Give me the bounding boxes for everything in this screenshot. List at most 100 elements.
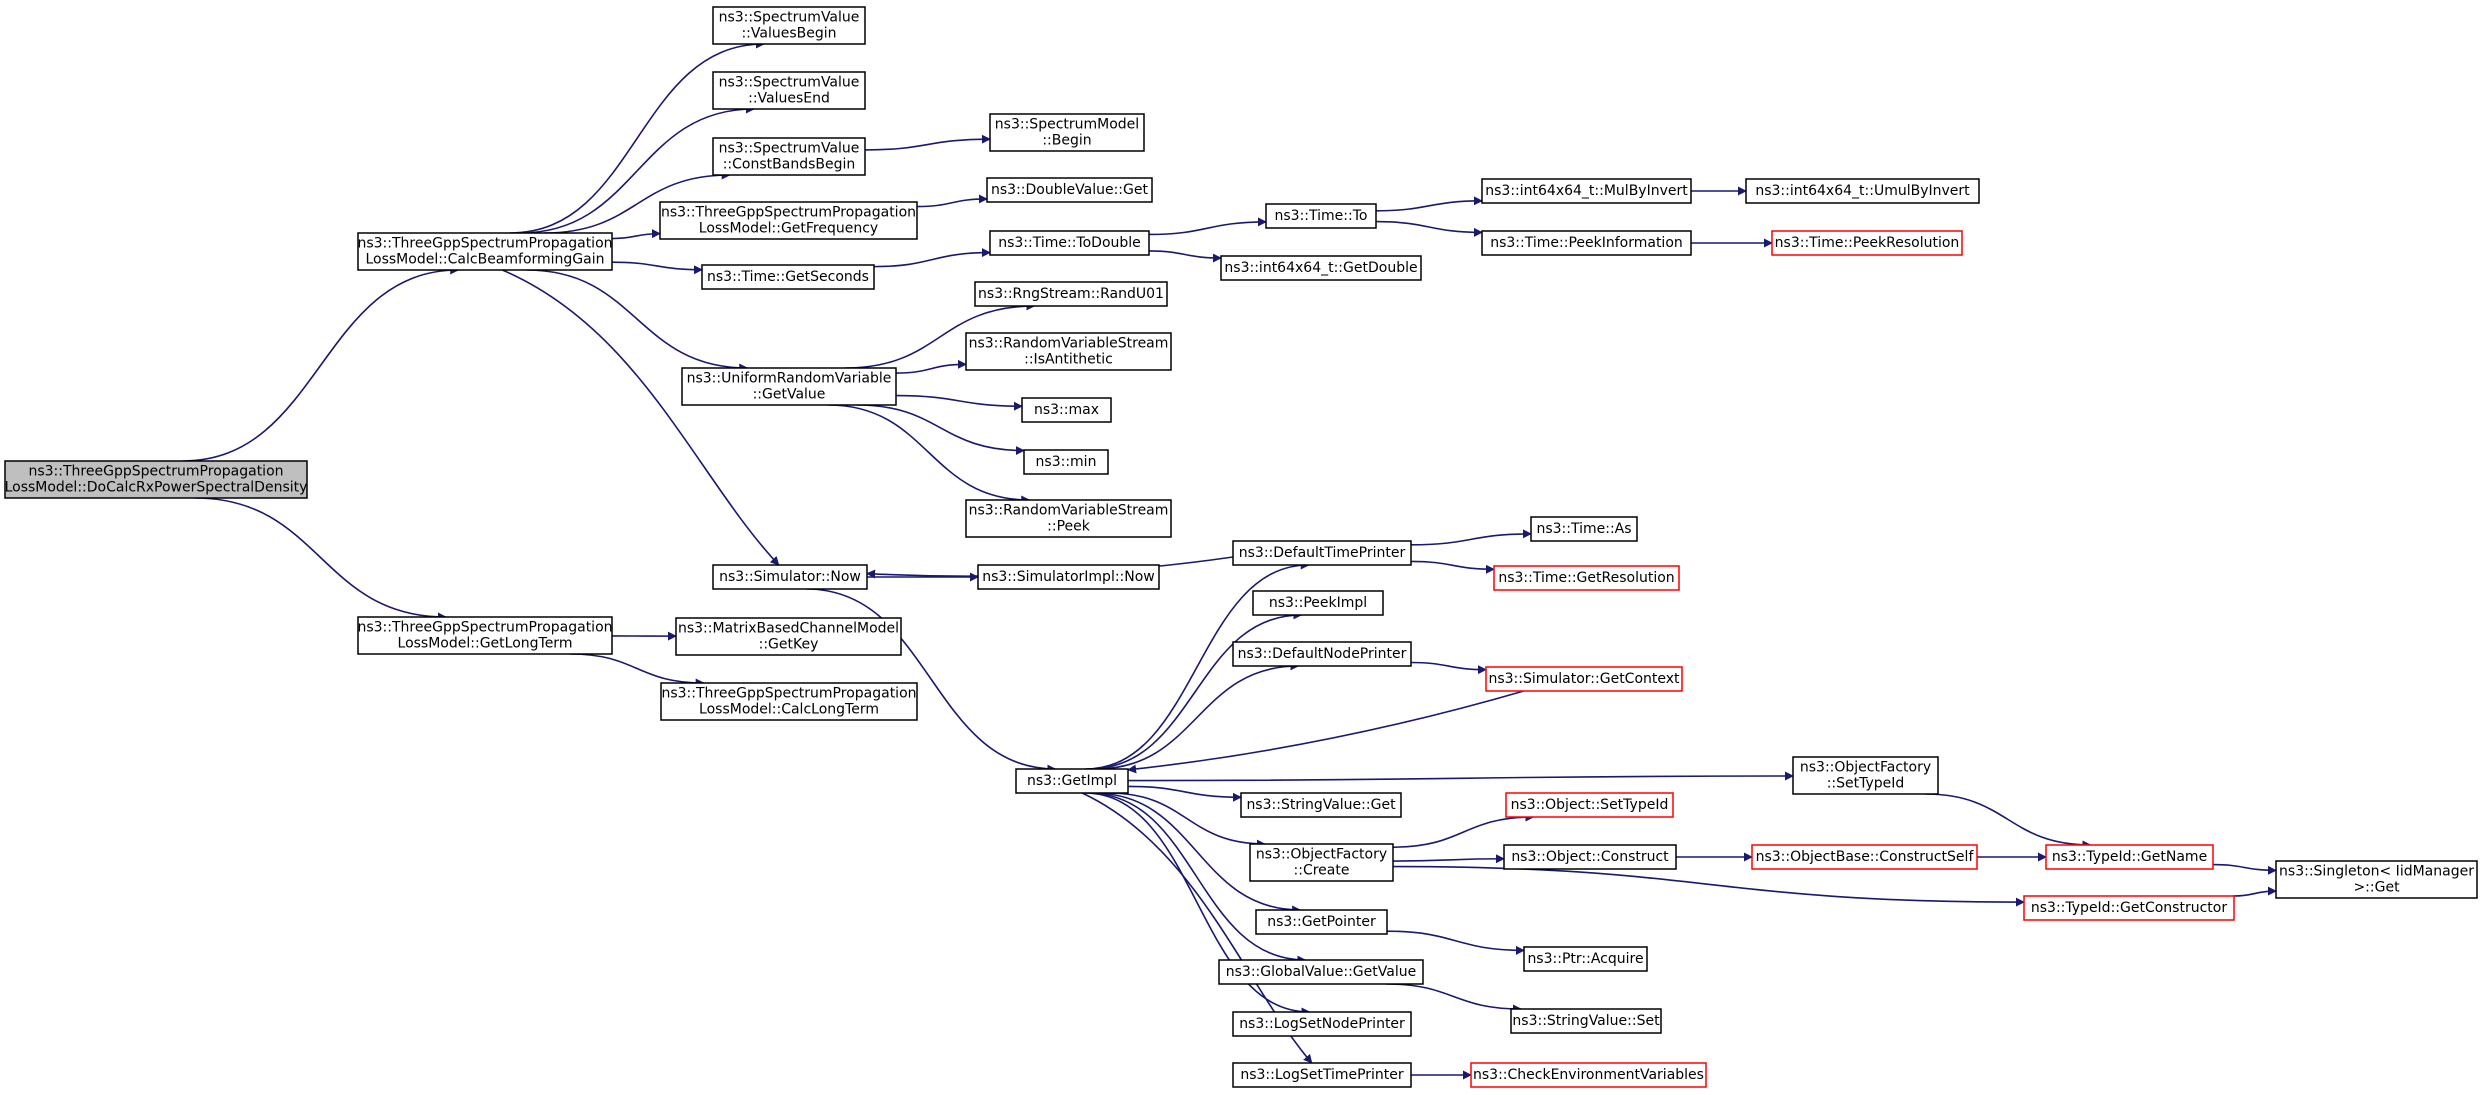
edge-layer <box>182 39 2277 1080</box>
node-label: ns3::GlobalValue::GetValue <box>1226 964 1416 980</box>
node-gp[interactable]: ns3::GetPointer <box>1255 909 1388 935</box>
node-label: ns3::Simulator::Now <box>719 569 861 585</box>
node-pi[interactable]: ns3::Time::PeekInformation <box>1481 230 1692 256</box>
node-cev[interactable]: ns3::CheckEnvironmentVariables <box>1470 1062 1707 1088</box>
node-lsnp[interactable]: ns3::LogSetNodePrinter <box>1232 1011 1412 1037</box>
node-urv[interactable]: ns3::UniformRandomVariable::GetValue <box>681 367 897 406</box>
call-edge <box>828 404 1031 505</box>
node-glt[interactable]: ns3::ThreeGppSpectrumPropagationLossMode… <box>357 616 613 655</box>
node-ia[interactable]: ns3::RandomVariableStream::IsAntithetic <box>965 332 1172 371</box>
node-dnp[interactable]: ns3::DefaultNodePrinter <box>1232 641 1412 667</box>
node-box <box>965 332 1172 371</box>
node-dtp[interactable]: ns3::DefaultTimePrinter <box>1232 540 1412 566</box>
node-label: ns3::DoubleValue::Get <box>991 182 1148 198</box>
node-tgc[interactable]: ns3::TypeId::GetConstructor <box>2023 895 2235 921</box>
node-oc[interactable]: ns3::Object::Construct <box>1503 844 1677 870</box>
node-box <box>1015 768 1129 794</box>
node-ofc[interactable]: ns3::ObjectFactory::Create <box>1249 843 1394 882</box>
node-box <box>1792 756 1939 795</box>
node-lstp[interactable]: ns3::LogSetTimePrinter <box>1232 1062 1412 1088</box>
node-sinow[interactable]: ns3::SimulatorImpl::Now <box>977 564 1160 590</box>
node-box <box>1771 230 1963 256</box>
node-td[interactable]: ns3::Time::ToDouble <box>989 230 1150 256</box>
call-edge <box>1375 220 1483 237</box>
node-vb[interactable]: ns3::SpectrumValue::ValuesBegin <box>712 6 866 45</box>
node-label: ns3::StringValue::Set <box>1512 1013 1660 1029</box>
node-label: ns3::int64x64_t::MulByInvert <box>1485 183 1688 199</box>
call-edge <box>1386 930 1525 955</box>
node-gvgv[interactable]: ns3::GlobalValue::GetValue <box>1218 959 1424 985</box>
node-gd[interactable]: ns3::int64x64_t::GetDouble <box>1220 255 1422 281</box>
node-ost[interactable]: ns3::Object::SetTypeId <box>1505 792 1674 818</box>
node-dvg[interactable]: ns3::DoubleValue::Get <box>986 177 1153 203</box>
node-ru[interactable]: ns3::RngStream::RandU01 <box>974 281 1168 307</box>
node-label: ns3::UniformRandomVariable <box>687 371 892 387</box>
node-cbg[interactable]: ns3::ThreeGppSpectrumPropagationLossMode… <box>357 232 613 271</box>
node-gs[interactable]: ns3::Time::GetSeconds <box>701 264 875 290</box>
node-label: ns3::PeekImpl <box>1269 595 1367 611</box>
node-label: ns3::RandomVariableStream <box>969 503 1169 519</box>
node-now[interactable]: ns3::Simulator::Now <box>712 564 868 590</box>
node-box <box>974 281 1168 307</box>
node-root[interactable]: ns3::ThreeGppSpectrumPropagationLossMode… <box>4 460 308 499</box>
node-label: LossModel::GetFrequency <box>699 221 878 237</box>
node-svs[interactable]: ns3::StringValue::Set <box>1510 1008 1662 1034</box>
node-tto[interactable]: ns3::Time::To <box>1265 203 1377 229</box>
node-label: ns3::RandomVariableStream <box>969 336 1169 352</box>
node-label: ns3::ObjectFactory <box>1256 847 1387 863</box>
node-box <box>1523 946 1648 972</box>
call-edge <box>806 588 1057 774</box>
node-box <box>977 564 1160 590</box>
node-pa[interactable]: ns3::Ptr::Acquire <box>1523 946 1648 972</box>
call-edge <box>182 265 460 462</box>
node-gc[interactable]: ns3::Simulator::GetContext <box>1485 666 1683 692</box>
node-gf[interactable]: ns3::ThreeGppSpectrumPropagationLossMode… <box>659 201 918 240</box>
node-tgn[interactable]: ns3::TypeId::GetName <box>2045 844 2214 870</box>
call-edge <box>856 404 1025 456</box>
node-sing[interactable]: ns3::Singleton< IidManager>::Get <box>2275 860 2478 899</box>
node-ofst[interactable]: ns3::ObjectFactory::SetTypeId <box>1792 756 1939 795</box>
node-mbk[interactable]: ns3::MatrixBasedChannelModel::GetKey <box>675 617 902 656</box>
node-gimpl[interactable]: ns3::GetImpl <box>1015 768 1129 794</box>
node-label: ns3::StringValue::Get <box>1246 797 1396 813</box>
node-label: ns3::Object::SetTypeId <box>1511 797 1669 813</box>
node-label: ::Begin <box>1042 133 1091 149</box>
node-label: ::Create <box>1294 863 1350 879</box>
node-max[interactable]: ns3::max <box>1021 397 1112 423</box>
node-box <box>1530 516 1638 542</box>
node-box <box>2275 860 2478 899</box>
node-box <box>1751 844 1978 870</box>
node-box <box>701 264 875 290</box>
node-label: ns3::Singleton< IidManager <box>2279 864 2474 880</box>
node-label: ::SetTypeId <box>1827 776 1905 792</box>
node-box <box>1021 397 1112 423</box>
node-min[interactable]: ns3::min <box>1023 449 1109 475</box>
node-smb[interactable]: ns3::SpectrumModel::Begin <box>989 113 1145 152</box>
call-edge <box>2233 886 2277 897</box>
node-cbb[interactable]: ns3::SpectrumValue::ConstBandsBegin <box>712 137 866 176</box>
node-box <box>712 6 866 45</box>
node-box <box>1218 959 1424 985</box>
call-edge <box>1127 690 1524 774</box>
node-obcs[interactable]: ns3::ObjectBase::ConstructSelf <box>1751 844 1978 870</box>
node-box <box>357 616 613 655</box>
node-label: ns3::SpectrumValue <box>719 141 860 157</box>
node-label: ns3::CheckEnvironmentVariables <box>1473 1067 1704 1083</box>
node-umbi[interactable]: ns3::int64x64_t::UmulByInvert <box>1745 178 1980 204</box>
call-edge <box>1095 661 1300 770</box>
node-layer: ns3::ThreeGppSpectrumPropagationLossMode… <box>4 6 2478 1088</box>
node-ve[interactable]: ns3::SpectrumValue::ValuesEnd <box>712 71 866 110</box>
node-mbi[interactable]: ns3::int64x64_t::MulByInvert <box>1481 178 1692 204</box>
node-peekimpl[interactable]: ns3::PeekImpl <box>1252 590 1384 616</box>
node-svg[interactable]: ns3::StringValue::Get <box>1240 792 1402 818</box>
node-label: ns3::ObjectFactory <box>1800 760 1931 776</box>
node-peek[interactable]: ns3::RandomVariableStream::Peek <box>965 499 1172 538</box>
node-label: ::GetValue <box>753 387 826 403</box>
node-clt[interactable]: ns3::ThreeGppSpectrumPropagationLossMode… <box>660 682 918 721</box>
call-edge <box>1088 610 1303 770</box>
node-gr[interactable]: ns3::Time::GetResolution <box>1493 565 1680 591</box>
node-as[interactable]: ns3::Time::As <box>1530 516 1638 542</box>
node-box <box>659 201 918 240</box>
node-pr[interactable]: ns3::Time::PeekResolution <box>1771 230 1963 256</box>
node-label: ns3::SpectrumValue <box>719 75 860 91</box>
